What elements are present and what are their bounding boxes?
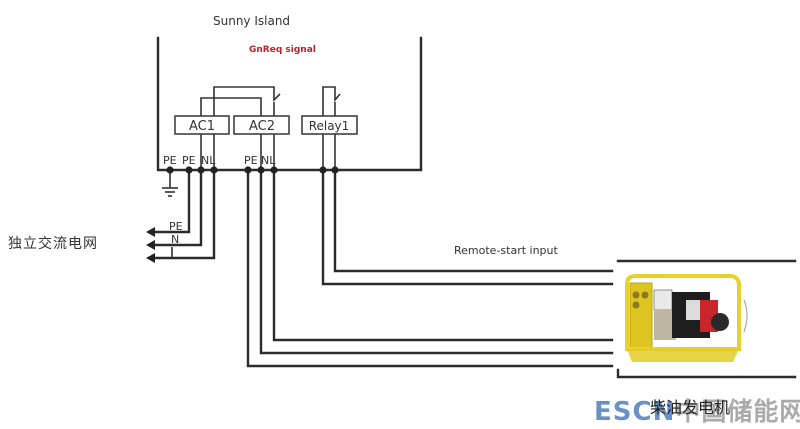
terminal-ac2: AC2 (233, 115, 290, 135)
junction-ac1-n (197, 166, 205, 174)
junction-ac2-l (270, 166, 278, 174)
generator-roll-cage (625, 274, 741, 351)
ac2-label: AC2 (249, 119, 275, 134)
diesel-generator-label: 柴油发电机 (650, 398, 731, 417)
junction-pe2 (185, 166, 193, 174)
remote-start-wire-b (321, 168, 614, 286)
generator-power-wires (246, 168, 614, 368)
ac1-ac2-link-inner (213, 86, 281, 116)
diesel-generator-icon (621, 273, 749, 369)
grid-pe-wire (150, 168, 191, 234)
remote-start-label: Remote-start input (454, 244, 558, 257)
standalone-ac-grid-label: 独立交流电网 (8, 236, 98, 252)
junction-relay-a (319, 166, 327, 174)
terminal-drops (200, 134, 336, 170)
generator-alternator (654, 310, 676, 340)
junction-ac2-n (257, 166, 265, 174)
relay1-box (301, 115, 358, 135)
gen-l-wire (272, 168, 614, 342)
watermark-chinese: 中国储能网 (675, 397, 800, 426)
pin-labels: PE PE NL PE NL (163, 154, 276, 167)
ac1-ac2-link-outer (200, 97, 262, 116)
relay1-label: Relay1 (309, 119, 350, 133)
watermark-latin: ESCN (594, 397, 676, 427)
terminal-relay1: Relay1 (301, 115, 358, 135)
generator-control-panel (629, 282, 653, 349)
sunny-island-title: Sunny Island (213, 14, 291, 28)
generator-socket-3 (632, 301, 640, 309)
pin-pe-2: PE (182, 154, 196, 167)
gen-n-wire (259, 168, 614, 355)
generator-socket-1 (632, 291, 640, 299)
generator-frame-bottom (616, 368, 797, 379)
junction-relay-b (331, 166, 339, 174)
junction-pe1 (166, 166, 174, 174)
pin-pe-1: PE (163, 154, 177, 167)
generator-vent (653, 289, 673, 311)
generator-base (627, 349, 739, 362)
relay1-contact (322, 86, 341, 116)
arrow-n-icon (146, 240, 155, 250)
grid-pe-label: PE (169, 220, 183, 233)
pin-nl-ac2: NL (261, 154, 276, 167)
generator-handle (743, 299, 748, 333)
relay1-switch (322, 86, 341, 116)
ground-symbol-icon (162, 170, 178, 197)
junction-ac1-l (210, 166, 218, 174)
ac-transfer-switch (200, 86, 281, 116)
gen-pe-wire (246, 168, 614, 368)
arrow-pe-icon (146, 227, 155, 237)
junction-dots (166, 166, 339, 174)
terminal-ac1: AC1 (174, 115, 230, 135)
pin-nl-ac1: NL (201, 154, 216, 167)
ac1-box (174, 115, 230, 135)
arrow-l-icon (146, 253, 155, 263)
remote-start-wire-a (333, 168, 614, 273)
generator-engine-cover (686, 300, 702, 320)
escn-watermark: ESCN中国储能网 (594, 392, 800, 428)
junction-ac2-pe (244, 166, 252, 174)
generator-socket-2 (641, 291, 649, 299)
grid-n-label: N (171, 233, 179, 246)
grid-wires: PE N (146, 168, 216, 263)
sunny-island-enclosure (156, 36, 423, 172)
generator-flywheel (711, 313, 729, 331)
remote-start-wires (321, 168, 614, 286)
pin-pe-ac2: PE (244, 154, 258, 167)
gnreq-signal-label: GnReq signal (249, 45, 316, 55)
ac1-label: AC1 (189, 119, 215, 134)
enclosure-outline (156, 36, 423, 172)
grid-n-wire (150, 168, 203, 247)
